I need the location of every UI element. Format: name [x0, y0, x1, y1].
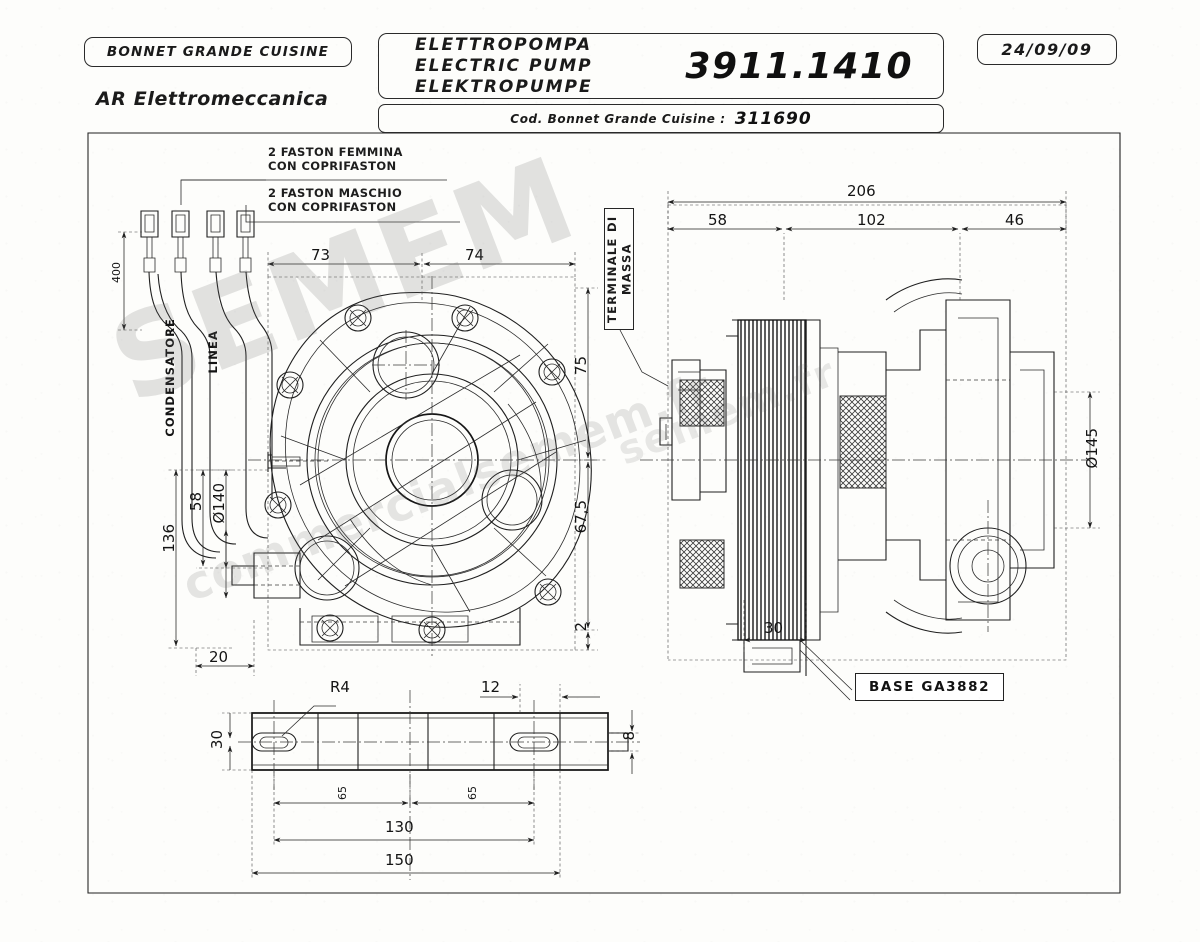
note-faston-maschio-line1: 2 FASTON MASCHIO: [268, 186, 403, 200]
dim-base-overall-length: 150: [385, 851, 414, 869]
note-faston-femmina-line1: 2 FASTON FEMMINA: [268, 145, 403, 159]
dim-front-right-upper: 75: [572, 356, 590, 376]
note-faston-maschio: 2 FASTON MASCHIO CON COPRIFASTON: [268, 186, 403, 214]
dim-base-radius: R4: [330, 678, 350, 696]
cable-harness: [118, 179, 460, 559]
dim-side-seg-1: 58: [708, 211, 728, 229]
dim-front-left-outer: 136: [160, 524, 178, 553]
dim-side-seg-3: 46: [1005, 211, 1025, 229]
title-block-customer-code: Cod. Bonnet Grande Cuisine : 311690: [378, 104, 944, 133]
dim-side-seg-2: 102: [857, 211, 886, 229]
dim-front-top-right: 74: [465, 246, 485, 264]
front-view-pump-housing: [231, 276, 600, 656]
note-base-part-text: BASE GA3882: [869, 679, 991, 695]
drawing-number: 3911.1410: [685, 45, 913, 87]
front-view-dimensions: [168, 252, 606, 676]
dim-base-height: 30: [208, 730, 226, 750]
dim-front-right-bottom: 2: [572, 622, 590, 632]
dim-base-slot-width: 12: [481, 678, 501, 696]
sheet-border: [87, 132, 1121, 894]
product-name-group: ELETTROPOMPA ELECTRIC PUMP ELEKTROPUMPE: [379, 35, 593, 97]
product-name-en: ELECTRIC PUMP: [415, 56, 593, 76]
title-block-date: 24/09/09: [977, 34, 1117, 65]
customer-code-value: 311690: [734, 108, 812, 129]
faston-terminal: [206, 210, 225, 273]
dim-base-pitch-left: 65: [336, 786, 349, 800]
dim-front-right-lower: 67,5: [572, 500, 590, 534]
customer-name: BONNET GRANDE CUISINE: [106, 44, 330, 60]
product-name-de: ELEKTROPUMPE: [415, 77, 593, 97]
dim-base-thickness: 8: [620, 731, 638, 741]
note-faston-maschio-line2: CON COPRIFASTON: [268, 199, 397, 214]
note-faston-femmina-line2: CON COPRIFASTON: [268, 158, 397, 173]
note-faston-femmina: 2 FASTON FEMMINA CON COPRIFASTON: [268, 145, 403, 173]
note-base-part: BASE GA3882: [855, 673, 1005, 701]
manufacturer-logo: AR Elettromeccanica: [96, 88, 329, 110]
note-terminale-text: TERMINALE DI MASSA: [605, 209, 634, 329]
mounting-screws: [264, 304, 566, 644]
dim-front-bottom-offset: 20: [209, 648, 229, 666]
dim-side-diameter: Ø145: [1083, 428, 1101, 469]
dim-front-left-diameter: Ø140: [210, 483, 228, 524]
cable-length-label: 400: [110, 262, 123, 283]
dim-base-pitch-right: 65: [466, 786, 479, 800]
drawing-date: 24/09/09: [1001, 40, 1093, 59]
dim-base-pitch-total: 130: [385, 818, 414, 836]
title-block-customer: BONNET GRANDE CUISINE: [84, 37, 352, 67]
base-plate-view: [222, 684, 640, 880]
dim-side-overall: 206: [847, 182, 876, 200]
title-block-main: ELETTROPOMPA ELECTRIC PUMP ELEKTROPUMPE …: [378, 33, 944, 99]
customer-code-label: Cod. Bonnet Grande Cuisine :: [510, 111, 726, 126]
dim-front-top-left: 73: [311, 246, 331, 264]
note-terminale-di-massa: TERMINALE DI MASSA: [604, 208, 634, 330]
faston-terminal: [140, 210, 159, 273]
dim-side-bracket: 30: [764, 619, 784, 637]
note-terminale-line1: TERMINALE: [604, 237, 619, 323]
cable-label-condensatore: CONDENSATORE: [163, 318, 177, 437]
side-view-motor-assembly: [619, 204, 1090, 701]
cable-label-linea: LINEA: [206, 330, 220, 374]
side-view-dimensions: [667, 190, 1100, 652]
faston-terminal: [236, 210, 255, 273]
dim-front-left-mid: 58: [187, 492, 205, 512]
product-name-it: ELETTROPOMPA: [415, 35, 593, 55]
faston-terminal: [171, 210, 190, 273]
